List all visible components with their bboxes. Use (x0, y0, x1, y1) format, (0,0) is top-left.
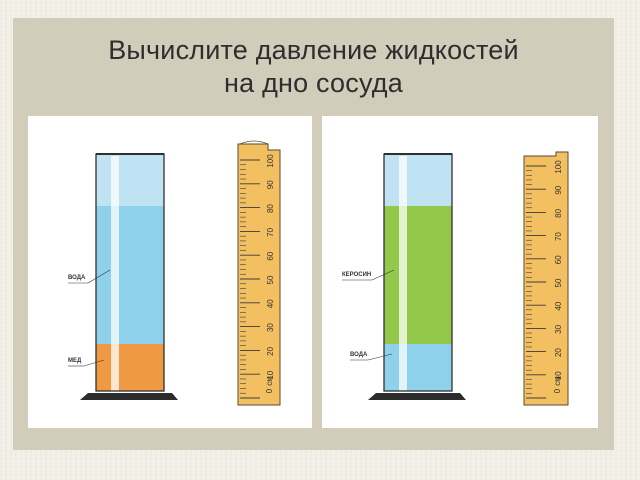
title-line-1: Вычислите давление жидкостей (108, 35, 519, 65)
ruler-numbers: 0 см 10 20 30 40 50 60 70 80 90 100 (553, 160, 563, 393)
air-space (384, 154, 452, 206)
ruler-label: 50 (554, 278, 563, 287)
ruler-label: 100 (554, 160, 563, 174)
label-honey: МЕД (68, 358, 82, 364)
ruler-label: 60 (554, 255, 563, 264)
ruler-label: 20 (554, 348, 563, 357)
ruler-label: 10 (554, 371, 563, 380)
kerosene-layer (384, 206, 452, 344)
ruler-ticks (526, 165, 546, 399)
ruler-unit: см (265, 376, 274, 386)
label-kerosene: КЕРОСИН (342, 272, 371, 278)
cylinder-base (368, 393, 466, 400)
air-space (96, 154, 164, 206)
ruler-body (523, 151, 569, 406)
label-water-leader (367, 353, 393, 361)
ruler-zero: 0 (553, 388, 562, 393)
right-liquid-labels: КЕРОСИН ВОДА (342, 269, 395, 361)
ruler-unit: см (553, 376, 562, 386)
ruler-numbers: 0 см 10 20 30 40 50 60 70 80 90 100 (265, 154, 275, 393)
ruler-label: 30 (266, 323, 275, 332)
ruler-label: 40 (554, 301, 563, 310)
left-liquid-labels: ВОДА МЕД (68, 269, 111, 367)
ruler-label: 100 (266, 154, 275, 168)
water-layer (96, 206, 164, 344)
ruler-label: 90 (266, 180, 275, 189)
ruler-label: 80 (266, 204, 275, 213)
label-water-leader (87, 269, 111, 284)
water-layer (384, 344, 452, 391)
right-figure-drawing: КЕРОСИН ВОДА 0 см 10 20 30 40 50 60 70 8… (342, 151, 569, 406)
label-water: ВОДА (350, 352, 368, 358)
ruler-label: 80 (554, 208, 563, 217)
honey-layer (96, 344, 164, 391)
ruler-label: 30 (554, 324, 563, 333)
glass-highlight (399, 156, 407, 391)
ruler-label: 50 (266, 275, 275, 284)
left-figure-panel: ВОДА МЕД 0 см 10 20 30 40 50 60 70 80 (28, 116, 312, 428)
ruler-label: 60 (266, 251, 275, 260)
ruler-left: 0 см 10 20 30 40 50 60 70 80 90 100 (237, 140, 281, 406)
left-figure-drawing: ВОДА МЕД 0 см 10 20 30 40 50 60 70 80 (68, 140, 281, 406)
ruler-right: 0 см 10 20 30 40 50 60 70 80 90 100 (523, 151, 569, 406)
right-figure-panel: КЕРОСИН ВОДА 0 см 10 20 30 40 50 60 70 8… (322, 116, 598, 428)
ruler-label: 70 (266, 227, 275, 236)
ruler-zero: 0 (265, 388, 274, 393)
cylinder-base (80, 393, 178, 400)
title-line-2: на дно сосуда (224, 68, 403, 98)
ruler-label: 40 (266, 299, 275, 308)
graduated-cylinder-right (368, 153, 466, 400)
label-honey-leader (83, 359, 105, 367)
ruler-label: 90 (554, 185, 563, 194)
glass-highlight (111, 156, 119, 391)
ruler-ticks (240, 159, 260, 399)
graduated-cylinder-left (80, 153, 178, 400)
label-kerosene-leader (371, 269, 395, 281)
label-water: ВОДА (68, 275, 86, 281)
ruler-label: 10 (266, 370, 275, 379)
ruler-label: 20 (266, 346, 275, 355)
ruler-label: 70 (554, 232, 563, 241)
ruler-torn-edge (239, 140, 269, 145)
slide-title: Вычислите давление жидкостей на дно сосу… (13, 34, 614, 100)
